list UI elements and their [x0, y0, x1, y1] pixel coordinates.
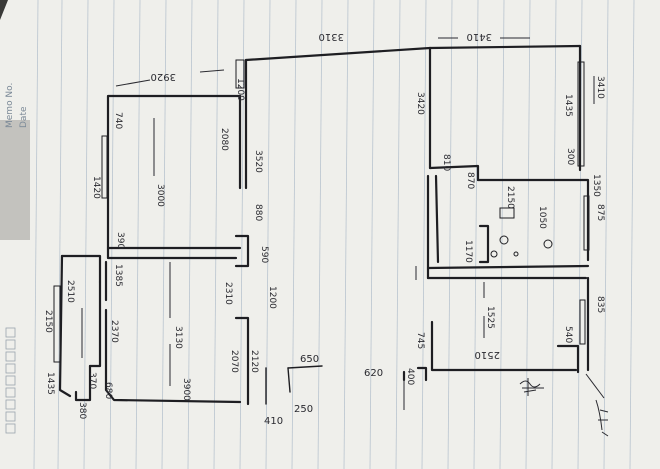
dim-2080: 2080: [219, 128, 229, 151]
memo-label: Memo No.: [5, 83, 15, 128]
dim-250: 250: [294, 404, 313, 415]
dimension-labels: 3920 3310 3410 1200 3420 3410 1435 300 7…: [43, 31, 605, 427]
dim-680: 680: [103, 382, 113, 399]
dim-875: 875: [595, 204, 605, 221]
dim-2510b: 2510: [65, 280, 75, 303]
dim-3410-right: 3410: [595, 76, 605, 99]
handwritten-scribbles: [519, 378, 609, 437]
dim-3900: 3900: [181, 378, 191, 401]
dim-3920-top: 3920: [151, 71, 176, 82]
dim-740: 740: [113, 112, 123, 129]
dim-2150b: 2150: [43, 310, 53, 333]
ruled-lines: [33, 0, 635, 469]
dim-1050: 1050: [537, 206, 547, 229]
dim-1170: 1170: [463, 240, 473, 263]
dim-880: 880: [253, 204, 263, 221]
dim-745: 745: [415, 332, 425, 349]
dim-400: 400: [405, 368, 415, 385]
dim-410: 410: [264, 416, 283, 427]
dim-2310: 2310: [223, 282, 233, 305]
dim-1525: 1525: [485, 306, 495, 329]
dim-620: 620: [364, 368, 383, 379]
shadow-left: [0, 120, 30, 240]
dim-3130: 3130: [173, 326, 183, 349]
dim-1200b: 1200: [267, 286, 277, 309]
dim-1435: 1435: [563, 94, 573, 117]
dim-3310: 3310: [319, 31, 344, 42]
dim-1420: 1420: [91, 176, 101, 199]
dim-380: 380: [77, 402, 87, 419]
dimension-arrows: [81, 37, 605, 410]
dim-2150: 2150: [505, 186, 515, 209]
windows: [53, 59, 590, 363]
fixtures: [490, 207, 553, 258]
dim-870: 870: [465, 172, 475, 189]
dim-2120: 2120: [249, 350, 259, 373]
dim-3410-top: 3410: [467, 31, 492, 42]
dim-1435b: 1435: [45, 372, 55, 395]
dim-370: 370: [87, 372, 97, 389]
dim-835: 835: [595, 296, 605, 313]
dim-1200: 1200: [235, 78, 245, 101]
dim-2070: 2070: [229, 350, 239, 373]
dim-810: 810: [441, 154, 451, 171]
dim-1350: 1350: [591, 174, 601, 197]
dim-2510: 2510: [475, 349, 500, 360]
dim-390: 390: [115, 232, 125, 249]
walls: [58, 44, 590, 406]
dim-1385: 1385: [113, 264, 123, 287]
dim-3000: 3000: [155, 184, 165, 207]
dim-590: 590: [259, 246, 269, 263]
dim-300: 300: [565, 148, 575, 165]
dim-540: 540: [563, 326, 573, 343]
dim-3520: 3520: [253, 150, 263, 173]
dim-650: 650: [300, 354, 319, 365]
date-label: Date: [19, 106, 29, 128]
margin-checkboxes: [5, 327, 16, 434]
dim-2370: 2370: [109, 320, 119, 343]
dim-3420: 3420: [415, 92, 425, 115]
